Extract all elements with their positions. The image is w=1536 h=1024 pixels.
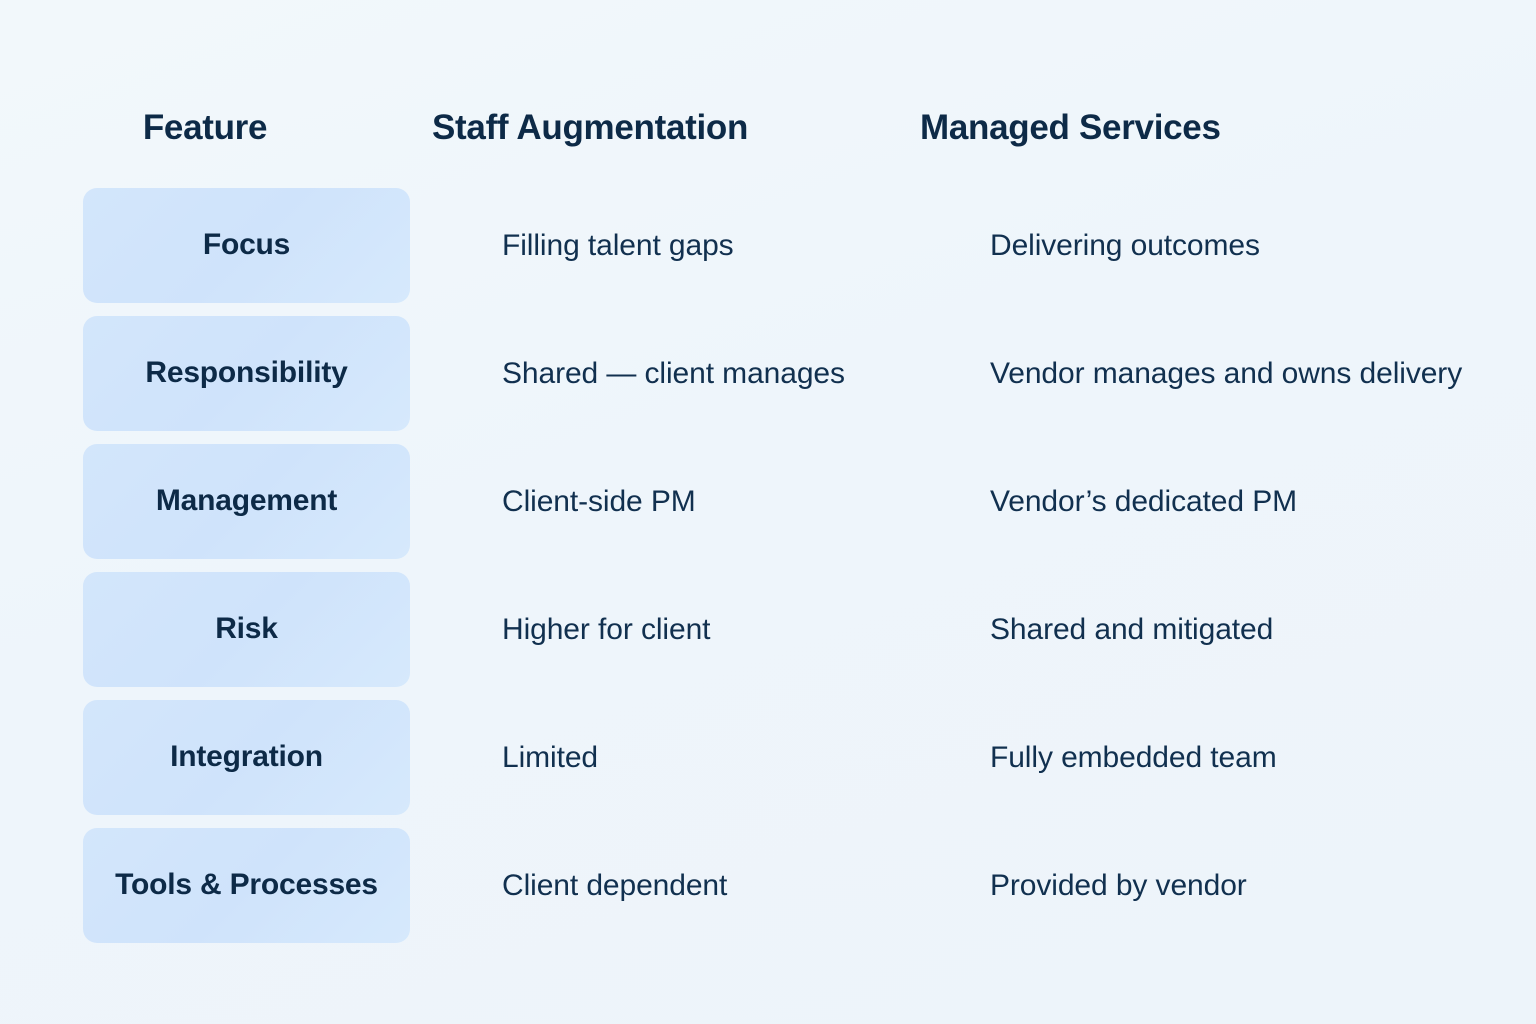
staff-augmentation-cell: Filling talent gaps <box>410 188 904 303</box>
feature-cell: Focus <box>0 188 410 303</box>
staff-augmentation-value: Higher for client <box>502 612 711 646</box>
table-header-row: Feature Staff Augmentation Managed Servi… <box>0 100 1536 156</box>
staff-augmentation-value: Shared — client manages <box>502 356 845 390</box>
table-row: Risk Higher for client Shared and mitiga… <box>0 572 1536 687</box>
column-header-managed-services: Managed Services <box>920 108 1221 147</box>
table-row: Responsibility Shared — client manages V… <box>0 316 1536 431</box>
feature-cell: Management <box>0 444 410 559</box>
header-cell-feature-wrap: Feature <box>0 108 410 148</box>
column-header-feature: Feature <box>142 108 268 147</box>
feature-cell: Risk <box>0 572 410 687</box>
feature-label: Management <box>155 484 338 518</box>
column-header-staff-augmentation: Staff Augmentation <box>432 108 749 147</box>
managed-services-value: Fully embedded team <box>990 740 1277 774</box>
managed-services-value: Provided by vendor <box>990 868 1247 902</box>
table-body: Focus Filling talent gaps Delivering out… <box>0 188 1536 943</box>
staff-augmentation-value: Client-side PM <box>502 484 696 518</box>
staff-augmentation-value: Client dependent <box>502 868 728 902</box>
table-row: Focus Filling talent gaps Delivering out… <box>0 188 1536 303</box>
feature-label: Responsibility <box>145 356 348 390</box>
managed-services-value: Vendor’s dedicated PM <box>990 484 1297 518</box>
feature-label: Focus <box>202 228 291 262</box>
header-cell-staff-augmentation-wrap: Staff Augmentation <box>410 108 904 148</box>
table-row: Tools & Processes Client dependent Provi… <box>0 828 1536 943</box>
feature-pill-management: Management <box>83 444 410 559</box>
managed-services-cell: Vendor’s dedicated PM <box>904 444 1536 559</box>
managed-services-cell: Vendor manages and owns delivery <box>904 316 1536 431</box>
feature-pill-focus: Focus <box>83 188 410 303</box>
feature-label: Risk <box>215 612 278 646</box>
managed-services-cell: Provided by vendor <box>904 828 1536 943</box>
managed-services-cell: Delivering outcomes <box>904 188 1536 303</box>
feature-label: Integration <box>170 740 323 774</box>
header-cell-managed-services-wrap: Managed Services <box>904 108 1536 148</box>
table-row: Integration Limited Fully embedded team <box>0 700 1536 815</box>
managed-services-value: Delivering outcomes <box>990 228 1260 262</box>
staff-augmentation-cell: Shared — client manages <box>410 316 904 431</box>
staff-augmentation-cell: Higher for client <box>410 572 904 687</box>
feature-pill-integration: Integration <box>83 700 410 815</box>
managed-services-value: Shared and mitigated <box>990 612 1274 646</box>
feature-cell: Responsibility <box>0 316 410 431</box>
staff-augmentation-cell: Limited <box>410 700 904 815</box>
managed-services-cell: Shared and mitigated <box>904 572 1536 687</box>
feature-cell: Tools & Processes <box>0 828 410 943</box>
feature-pill-risk: Risk <box>83 572 410 687</box>
feature-label: Tools & Processes <box>115 868 378 902</box>
managed-services-value: Vendor manages and owns delivery <box>990 356 1463 390</box>
managed-services-cell: Fully embedded team <box>904 700 1536 815</box>
feature-cell: Integration <box>0 700 410 815</box>
staff-augmentation-cell: Client dependent <box>410 828 904 943</box>
feature-pill-tools-processes: Tools & Processes <box>83 828 410 943</box>
staff-augmentation-cell: Client-side PM <box>410 444 904 559</box>
table-row: Management Client-side PM Vendor’s dedic… <box>0 444 1536 559</box>
staff-augmentation-value: Filling talent gaps <box>502 228 734 262</box>
staff-augmentation-value: Limited <box>502 740 599 774</box>
feature-pill-responsibility: Responsibility <box>83 316 410 431</box>
